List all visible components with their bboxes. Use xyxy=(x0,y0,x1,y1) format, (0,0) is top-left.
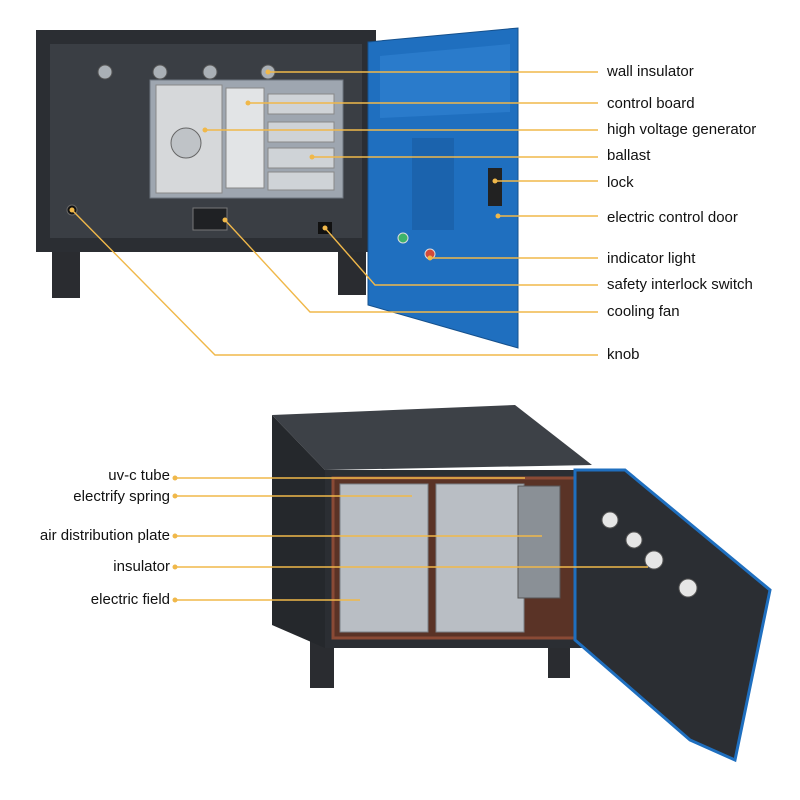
label-electrify-spring: electrify spring xyxy=(73,488,170,505)
leader-dot-wall-insulator xyxy=(265,69,271,75)
unit-side xyxy=(272,415,325,648)
door-insulator-1 xyxy=(601,511,619,529)
leader-cooling-fan xyxy=(224,219,598,313)
control-cabinet-illustration xyxy=(36,27,519,349)
label-control-door: electric control door xyxy=(607,209,738,226)
leader-interlock-switch xyxy=(324,227,598,286)
leader-dot-air-plate xyxy=(172,533,178,539)
ballast-4 xyxy=(267,171,335,191)
label-insulator: insulator xyxy=(113,558,170,575)
door-vent-area xyxy=(380,44,510,118)
leader-dot-uvc-tube xyxy=(172,475,178,481)
label-air-plate: air distribution plate xyxy=(39,527,170,544)
label-ballast: ballast xyxy=(607,147,651,164)
door-insulator-2 xyxy=(625,531,643,549)
leader-dot-control-door xyxy=(495,213,501,219)
label-hv-generator: high voltage generator xyxy=(607,121,757,138)
door-insulator-4 xyxy=(678,578,698,598)
leader-dot-lock xyxy=(492,178,498,184)
leader-dot-interlock-switch xyxy=(322,225,328,231)
label-indicator-light: indicator light xyxy=(607,250,696,267)
purifier-unit-illustration xyxy=(272,405,772,763)
leader-dot-electrify-spring xyxy=(172,493,178,499)
ballast-1 xyxy=(267,93,335,115)
label-control-board: control board xyxy=(607,95,695,112)
wall-insulator-2 xyxy=(152,64,168,80)
air-distribution-plate xyxy=(517,485,561,599)
leader-dot-hv-generator xyxy=(202,127,208,133)
leader-knob xyxy=(71,209,598,356)
wall-insulator-3 xyxy=(202,64,218,80)
ballast-3 xyxy=(267,147,335,169)
electric-field-module-1 xyxy=(339,483,429,633)
label-uvc-tube: uv-c tube xyxy=(108,467,170,484)
leader-dot-control-board xyxy=(245,100,251,106)
label-cooling-fan: cooling fan xyxy=(607,303,680,320)
leader-dot-electric-field xyxy=(172,597,178,603)
leader-dot-insulator xyxy=(172,564,178,570)
leader-dot-knob xyxy=(69,207,75,213)
leader-dot-indicator-light xyxy=(427,255,433,261)
leader-dot-cooling-fan xyxy=(222,217,228,223)
wall-insulator-1 xyxy=(97,64,113,80)
hv-generator-fan-grille xyxy=(170,127,202,159)
label-interlock-switch: safety interlock switch xyxy=(607,276,753,293)
leader-lines xyxy=(69,69,648,603)
electric-field-module-2 xyxy=(435,483,525,633)
door-recess xyxy=(412,138,454,230)
control-board-rail xyxy=(225,87,265,189)
leader-dot-ballast xyxy=(309,154,315,160)
label-wall-insulator: wall insulator xyxy=(607,63,694,80)
unit-top xyxy=(272,405,592,470)
ballast-2 xyxy=(267,121,335,143)
door-lock xyxy=(488,168,502,206)
unit-door xyxy=(573,468,772,763)
label-lock: lock xyxy=(607,174,634,191)
label-knob: knob xyxy=(607,346,640,363)
cooling-fan xyxy=(192,207,228,231)
indicator-light-green xyxy=(397,232,409,244)
label-electric-field: electric field xyxy=(90,591,170,608)
door-insulator-3 xyxy=(644,550,664,570)
